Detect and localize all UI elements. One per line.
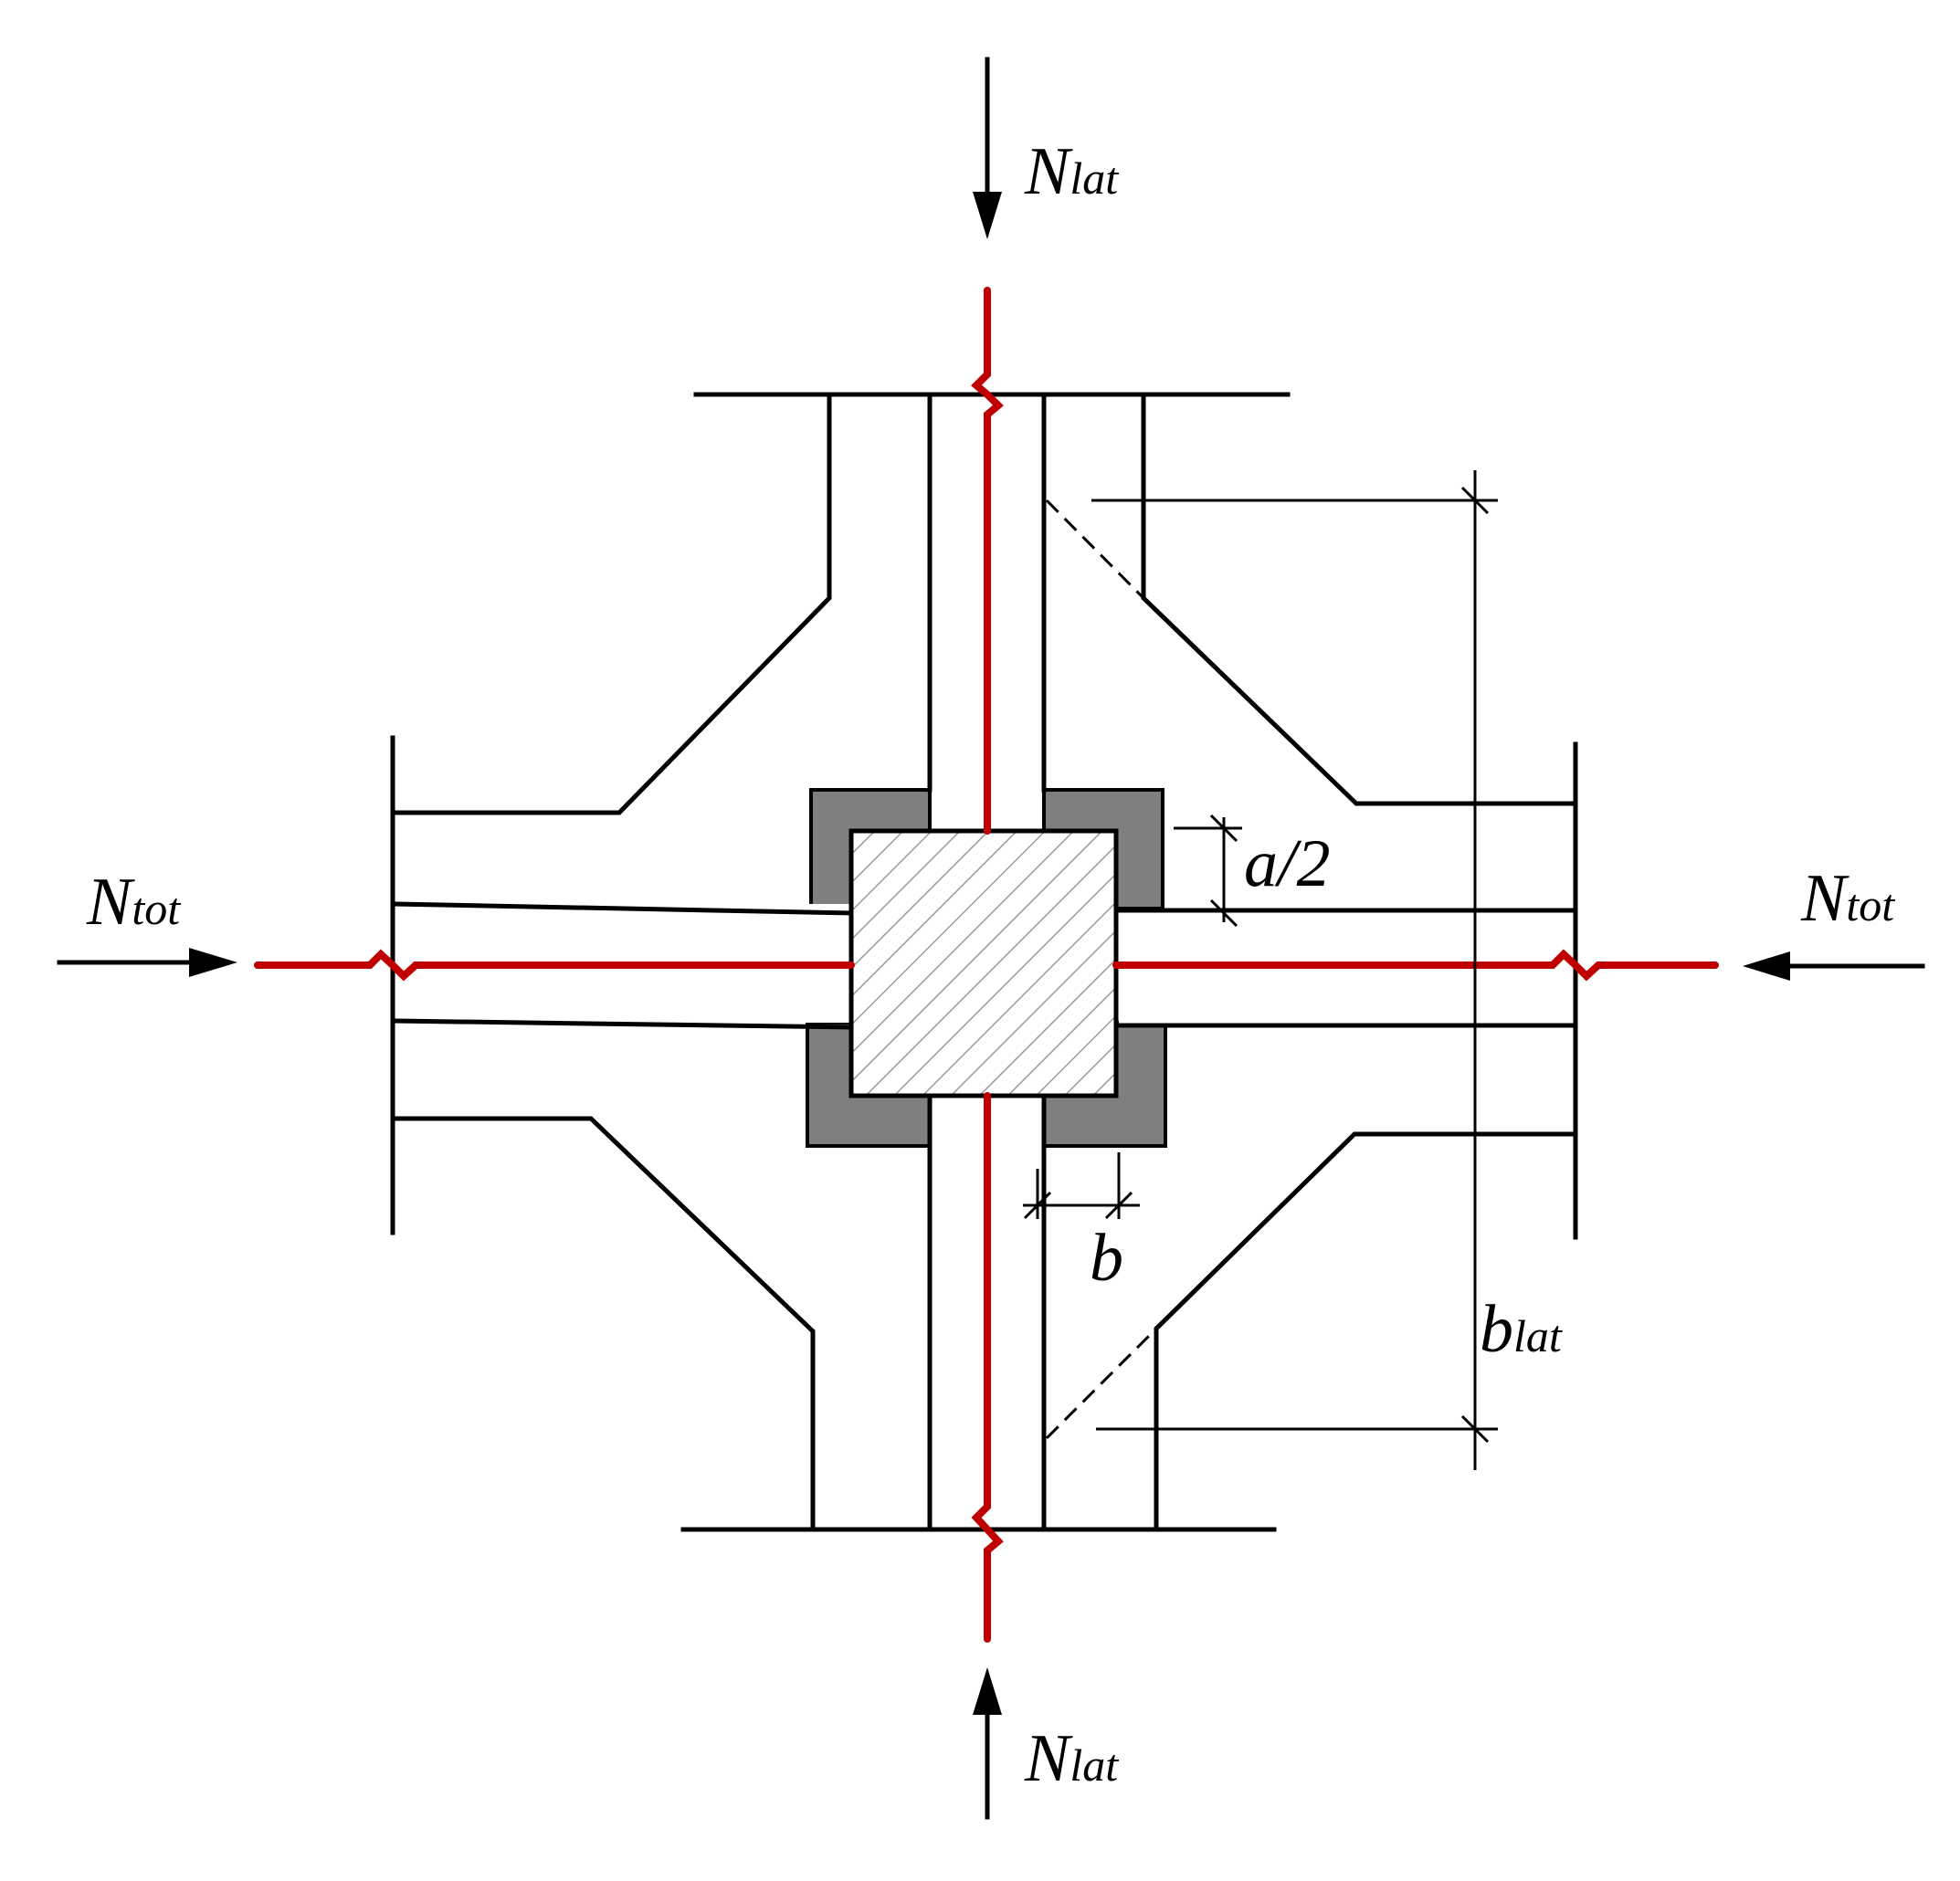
label-n-lat-top: Nlat	[1024, 134, 1119, 209]
label-a-half: a/2	[1244, 826, 1331, 901]
arrow-down-top	[973, 57, 1002, 239]
effective-width-dashed-bottom	[1045, 1327, 1158, 1440]
axis-vertical-top	[971, 287, 1004, 835]
label-b: b	[1090, 1221, 1123, 1296]
central-connection-block	[848, 828, 1119, 1098]
dimension-a-half	[1174, 814, 1242, 928]
dimension-b	[1023, 1152, 1140, 1220]
outline-top-right	[1141, 392, 1578, 806]
label-n-lat-bottom: Nlat	[1024, 1721, 1119, 1796]
axis-horizontal-right	[1112, 949, 1719, 982]
outline-top-left	[393, 392, 832, 815]
outline-bottom-left	[393, 1116, 816, 1532]
axis-horizontal-left	[254, 949, 855, 982]
dimension-b-lat	[1091, 470, 1498, 1470]
force-arrows	[57, 57, 1925, 1820]
effective-width-dashed-top	[1045, 499, 1145, 600]
arrow-up-bottom	[973, 1667, 1002, 1820]
arrow-left-right-side	[1743, 951, 1925, 981]
label-b-lat: blat	[1480, 1292, 1563, 1367]
label-n-tot-right: Ntot	[1800, 861, 1895, 936]
member-axes	[254, 287, 1719, 1643]
arrow-right-left-side	[57, 948, 237, 977]
label-n-tot-left: Ntot	[86, 865, 181, 940]
axis-vertical-bottom	[971, 1092, 1004, 1643]
